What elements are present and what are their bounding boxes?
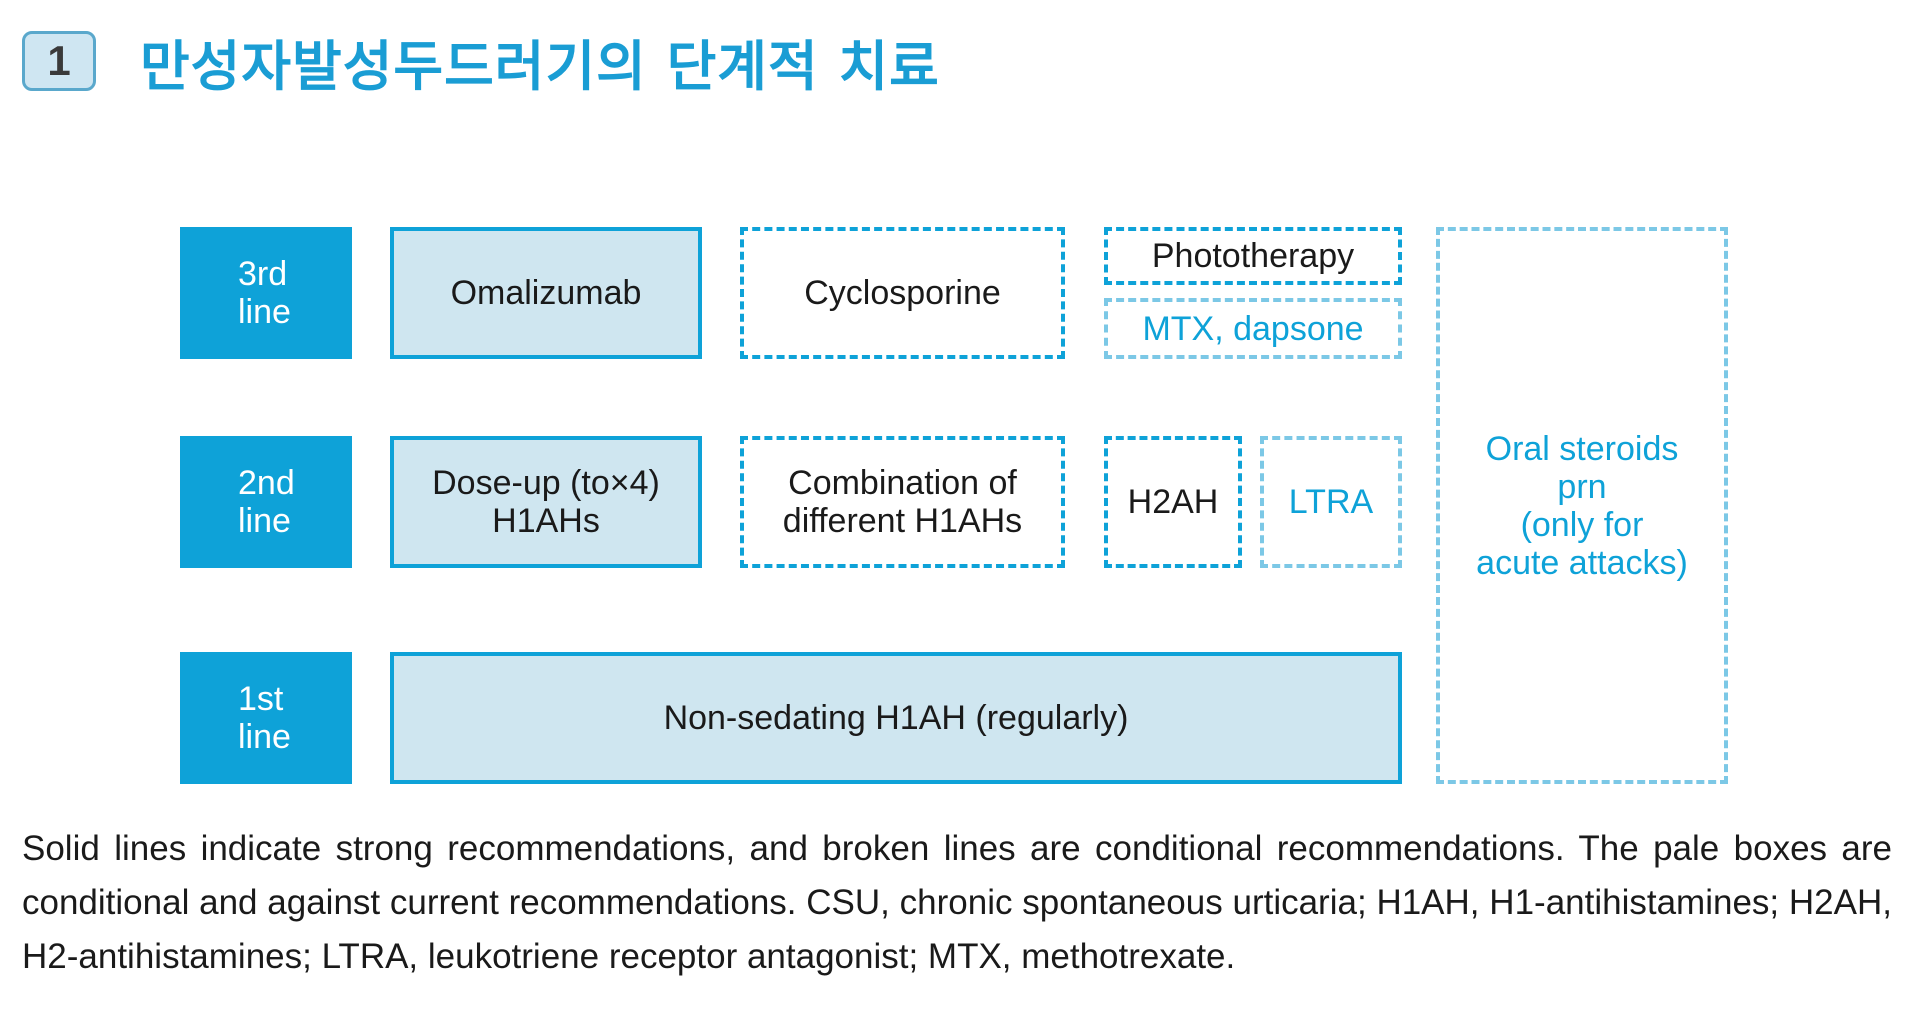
combination-h1ah-box: Combination of different H1AHs	[740, 436, 1065, 568]
oral-steroids-box: Oral steroids prn (only for acute attack…	[1436, 227, 1728, 784]
omalizumab-box: Omalizumab	[390, 227, 702, 359]
ltra-box: LTRA	[1260, 436, 1402, 568]
level-label-second-line: 2nd line	[180, 436, 352, 568]
phototherapy-box: Phototherapy	[1104, 227, 1402, 285]
figure-number-badge: 1	[22, 31, 96, 91]
level-label-third-line: 3rd line	[180, 227, 352, 359]
figure-header: 1 만성자발성두드러기의 단계적 치료	[22, 26, 940, 98]
h2ah-box: H2AH	[1104, 436, 1242, 568]
level-label-first-line: 1st line	[180, 652, 352, 784]
non-sedating-h1ah-box: Non-sedating H1AH (regularly)	[390, 652, 1402, 784]
mtx-dapsone-box: MTX, dapsone	[1104, 298, 1402, 359]
figure-caption: Solid lines indicate strong recommendati…	[22, 829, 1892, 976]
dose-up-h1ah-box: Dose-up (to×4) H1AHs	[390, 436, 702, 568]
cyclosporine-box: Cyclosporine	[740, 227, 1065, 359]
figure-title: 만성자발성두드러기의 단계적 치료	[140, 34, 940, 98]
